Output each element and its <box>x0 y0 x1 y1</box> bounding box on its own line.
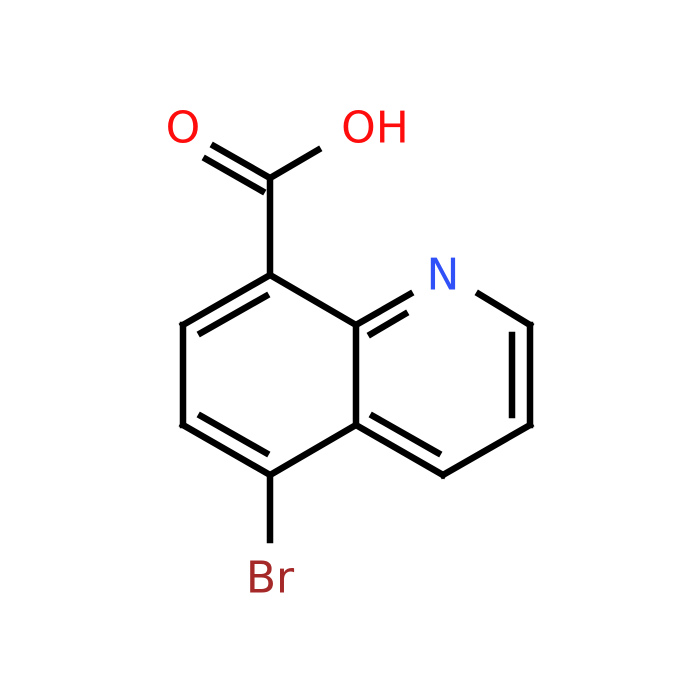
bond-c8a-c8 <box>265 270 361 330</box>
bond-c4-c4a-inner <box>368 411 443 458</box>
bond-c3-c4 <box>438 420 535 480</box>
bond-c6-c5 <box>178 420 275 480</box>
bond-c8a-n1-inner <box>366 309 410 339</box>
bond-c6-c5-inner <box>196 411 271 458</box>
bond-carboxyl-c-oh <box>265 145 323 183</box>
bond-c8-c7-inner <box>196 291 271 338</box>
bond-group <box>178 141 535 544</box>
bond-carboxyl-c-double-o-a <box>209 141 275 183</box>
bond-carboxyl-c-double-o-b <box>201 154 267 196</box>
atom-label-carbonyl-oxygen: O <box>166 103 201 154</box>
bond-c4-c4a <box>351 420 448 480</box>
atom-label-hydroxyl: OH <box>341 103 409 154</box>
bond-c8a-n1 <box>351 289 415 330</box>
atom-label-ring-nitrogen: N <box>427 250 460 301</box>
bond-c5-c4a <box>265 420 361 480</box>
bond-n1-c2 <box>474 289 535 330</box>
bond-c8-c7 <box>178 270 275 330</box>
atom-label-bromine: Br <box>246 553 295 604</box>
